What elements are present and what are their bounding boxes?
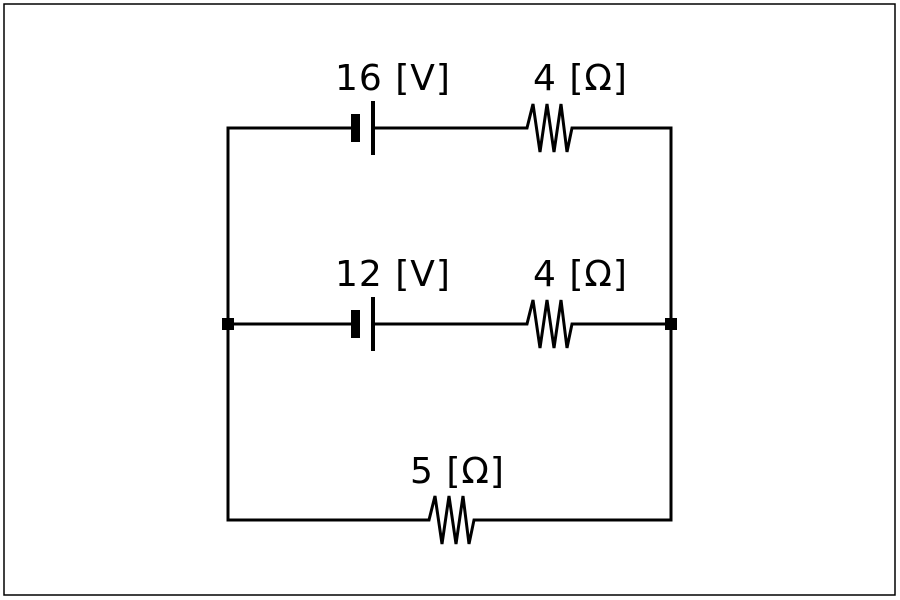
bottom-resistor-label: 5 [Ω] <box>410 451 505 492</box>
middle-resistor <box>522 299 577 349</box>
left-junction-node <box>222 318 234 330</box>
diagram-frame <box>3 3 896 596</box>
middle-battery <box>351 297 375 351</box>
top-battery-negative-plate <box>351 114 360 142</box>
top-resistor <box>522 103 577 153</box>
middle-branch: 12 [V] 4 [Ω] <box>226 254 673 351</box>
bottom-branch: 5 [Ω] <box>226 451 673 545</box>
top-battery-label: 16 [V] <box>335 58 451 99</box>
middle-battery-label: 12 [V] <box>335 254 451 295</box>
bottom-resistor <box>424 495 479 545</box>
top-branch: 16 [V] 4 [Ω] <box>226 58 673 155</box>
top-resistor-label: 4 [Ω] <box>533 58 628 99</box>
middle-battery-negative-plate <box>351 310 360 338</box>
middle-resistor-label: 4 [Ω] <box>533 254 628 295</box>
right-junction-node <box>665 318 677 330</box>
top-battery <box>351 101 375 155</box>
